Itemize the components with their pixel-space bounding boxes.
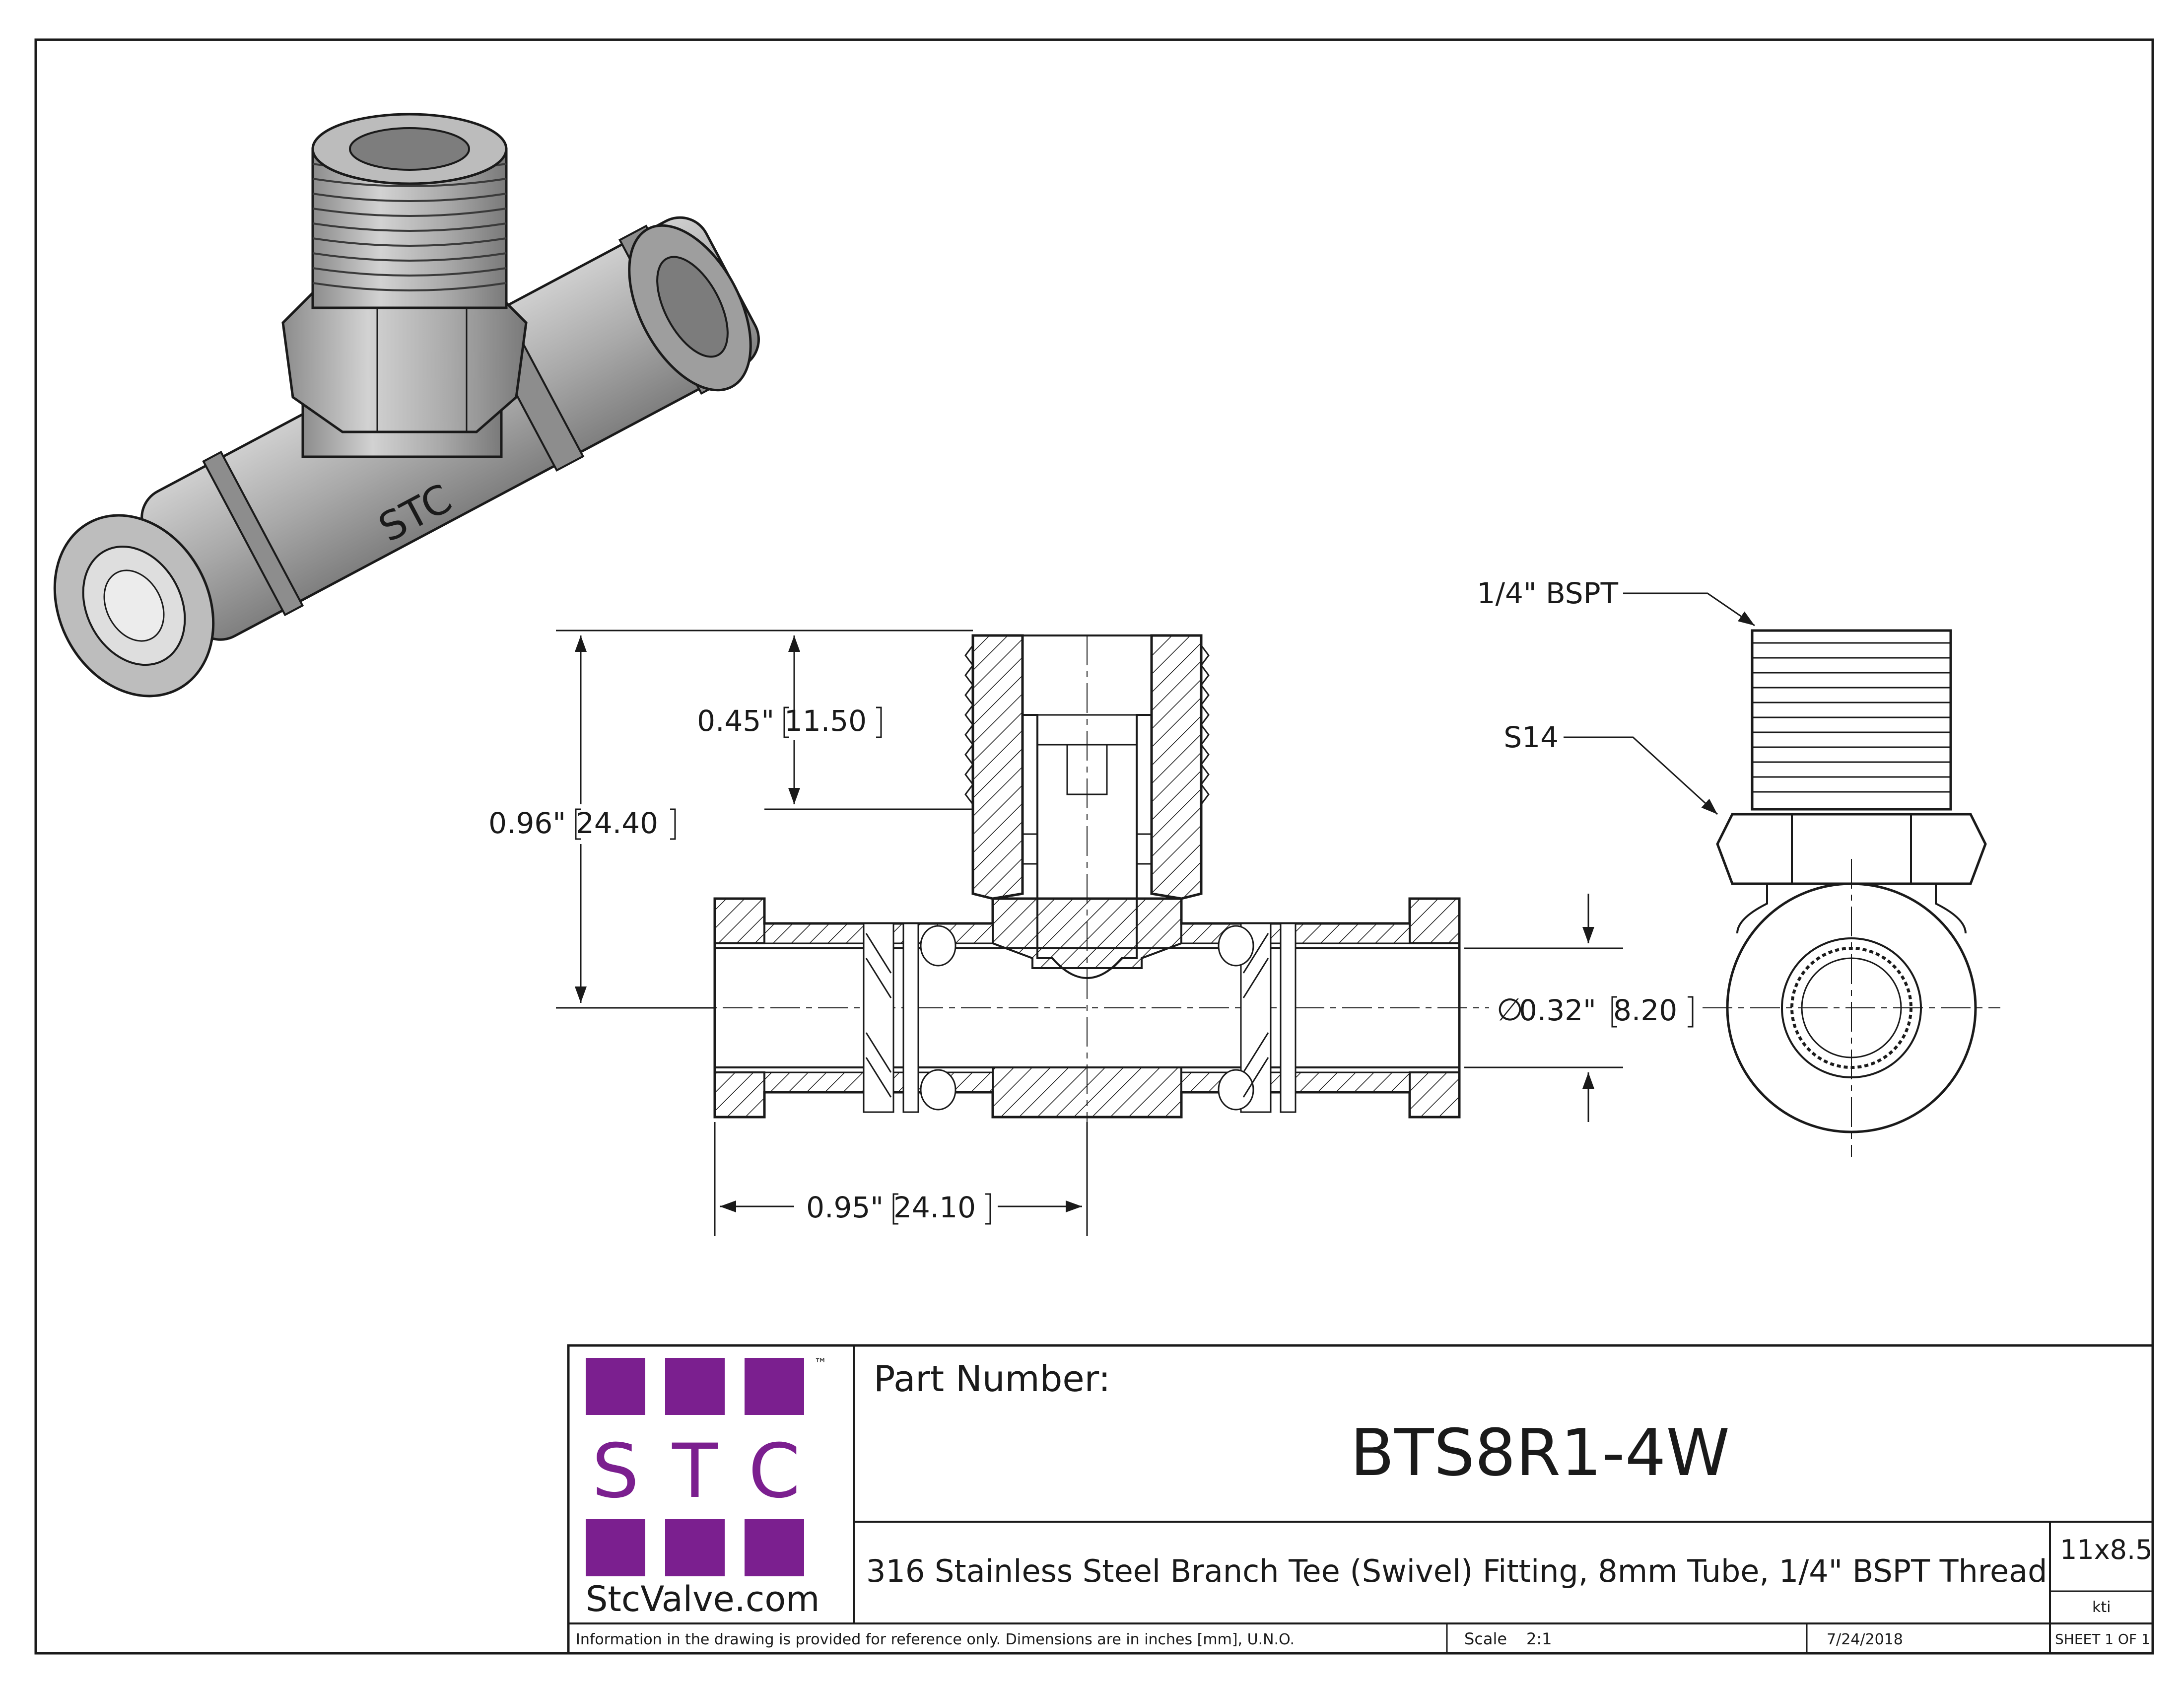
dim-overall-height-inch: 0.96" — [488, 806, 566, 840]
stc-logo: S T C ™ — [586, 1356, 827, 1576]
logo-website: StcValve.com — [586, 1579, 820, 1620]
dim-half-length-mm: 24.10 — [893, 1191, 976, 1224]
side-view — [1703, 629, 2000, 1157]
callout-leaders — [1564, 592, 1755, 815]
part-number: BTS8R1-4W — [1350, 1415, 1730, 1490]
part-description: 316 Stainless Steel Branch Tee (Swivel) … — [866, 1553, 2048, 1589]
scale-label: Scale — [1464, 1629, 1507, 1648]
isometric-view: STC — [53, 113, 760, 698]
logo-letter-t: T — [672, 1428, 718, 1515]
section-view — [675, 634, 1489, 1226]
callout-hex: S14 — [1503, 720, 1559, 754]
dim-branch-height-mm: 11.50 — [784, 704, 867, 738]
sheet-number: SHEET 1 OF 1 — [2055, 1631, 2150, 1647]
scale-value: 2:1 — [1526, 1629, 1552, 1648]
dimension-brackets — [575, 706, 1694, 1225]
dim-bore-inch: 0.32" — [1519, 993, 1596, 1027]
reference-note: Information in the drawing is provided f… — [576, 1631, 1295, 1648]
logo-letter-s: S — [592, 1428, 639, 1515]
part-number-label: Part Number: — [874, 1358, 1111, 1400]
callout-thread: 1/4" BSPT — [1477, 576, 1619, 610]
title-block-frame — [567, 1344, 2154, 1655]
dimension-lines — [556, 630, 1623, 1236]
logo-trademark: ™ — [814, 1356, 827, 1371]
drawing-date: 7/24/2018 — [1827, 1631, 1903, 1648]
dim-bore-symbol: ∅ — [1497, 991, 1523, 1028]
logo-letter-c: C — [749, 1428, 801, 1515]
dim-bore-mm: 8.20 — [1613, 993, 1677, 1027]
sheet-size: 11x8.5 — [2060, 1534, 2153, 1565]
dim-half-length-inch: 0.95" — [806, 1191, 884, 1224]
dim-branch-height-inch: 0.45" — [697, 704, 774, 738]
dim-overall-height-mm: 24.40 — [576, 806, 658, 840]
drawn-by: kti — [2092, 1599, 2111, 1616]
